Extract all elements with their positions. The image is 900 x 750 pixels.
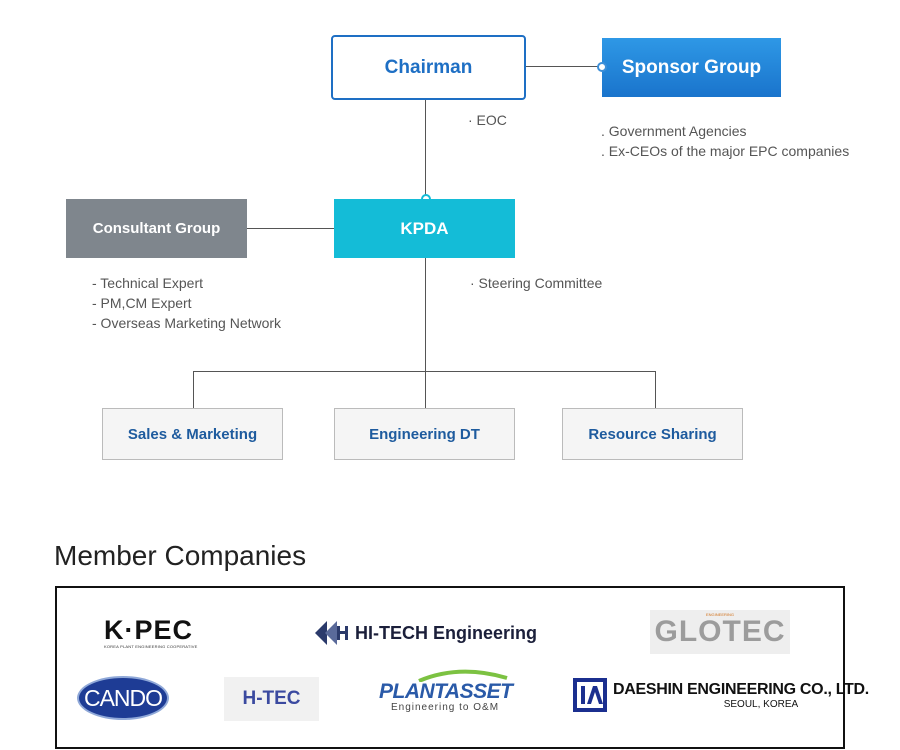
- cando-logo: CANDO: [77, 676, 169, 720]
- consultant-group-box: Consultant Group: [66, 199, 247, 258]
- kpda-label: KPDA: [400, 218, 449, 238]
- daeshin-logo-name: DAESHIN ENGINEERING CO., LTD.: [613, 680, 869, 698]
- consultant-note: - PM,CM Expert: [92, 295, 192, 311]
- daeshin-mark-icon: [573, 678, 607, 712]
- sales-marketing-box: Sales & Marketing: [102, 408, 283, 460]
- sponsor-note: . Ex-CEOs of the major EPC companies: [601, 143, 850, 159]
- engineering-dt-box: Engineering DT: [334, 408, 515, 460]
- consultant-group-label: Consultant Group: [92, 220, 221, 237]
- sponsor-connector-dot: [597, 62, 607, 72]
- line-chairman-sponsor: [525, 66, 603, 67]
- line-branch-left: [193, 371, 194, 408]
- plantasset-logo-tagline: Engineering to O&M: [390, 702, 500, 713]
- line-chairman-kpda: [425, 99, 426, 200]
- member-logos-panel: K·PEC KOREA PLANT ENGINEERING COOPERATIV…: [55, 586, 869, 749]
- kpec-logo-tagline: KOREA PLANT ENGINEERING COOPERATIVE: [104, 644, 198, 649]
- plantasset-logo: PLANTASSET Engineering to O&M: [379, 668, 513, 713]
- sponsor-notes: . Government Agencies . Ex-CEOs of the m…: [601, 121, 849, 161]
- htec-logo-name: H-TEC: [242, 688, 301, 709]
- glotec-logo-name: GLOTEC: [654, 615, 786, 648]
- eoc-note: · EOC: [468, 112, 507, 128]
- steering-committee-note: · Steering Committee: [470, 275, 603, 291]
- hitech-logo: HI-TECH Engineering: [315, 618, 537, 648]
- htec-logo: H-TEC: [224, 677, 319, 721]
- sponsor-note: . Government Agencies: [601, 123, 747, 139]
- line-kpda-down: [425, 257, 426, 408]
- plantasset-swoosh-icon: [418, 669, 508, 682]
- engineering-dt-label: Engineering DT: [369, 425, 480, 443]
- resource-sharing-box: Resource Sharing: [562, 408, 743, 460]
- consultant-note: - Overseas Marketing Network: [92, 315, 282, 331]
- line-branch-right: [655, 371, 656, 408]
- sponsor-group-box: Sponsor Group: [602, 38, 781, 97]
- sales-marketing-label: Sales & Marketing: [127, 425, 258, 443]
- chairman-box: Chairman: [331, 35, 526, 100]
- daeshin-logo-city: SEOUL, KOREA: [723, 698, 799, 710]
- cando-logo-name: CANDO: [83, 684, 163, 711]
- consultant-note: - Technical Expert: [92, 275, 204, 291]
- kpec-logo-name: K·PEC: [104, 615, 194, 645]
- consultant-notes: - Technical Expert - PM,CM Expert - Over…: [92, 273, 281, 333]
- glotec-logo: GLOTEC ENGINEERING: [650, 610, 790, 654]
- kpda-box: KPDA: [334, 199, 515, 258]
- sponsor-group-label: Sponsor Group: [621, 56, 762, 78]
- member-companies-heading: Member Companies: [54, 540, 307, 571]
- kpec-logo: K·PEC KOREA PLANT ENGINEERING COOPERATIV…: [104, 616, 214, 649]
- resource-sharing-label: Resource Sharing: [588, 425, 717, 443]
- hitech-logo-name: HI-TECH Engineering: [355, 622, 538, 643]
- plantasset-logo-name: PLANTASSET: [379, 680, 513, 703]
- chairman-label: Chairman: [384, 56, 473, 78]
- line-branch-horizontal: [193, 371, 656, 372]
- glotec-logo-arc: ENGINEERING: [706, 612, 735, 617]
- line-consultant-kpda: [246, 228, 335, 229]
- daeshin-logo: DAESHIN ENGINEERING CO., LTD. SEOUL, KOR…: [573, 678, 869, 712]
- hitech-mark-icon: [315, 621, 348, 645]
